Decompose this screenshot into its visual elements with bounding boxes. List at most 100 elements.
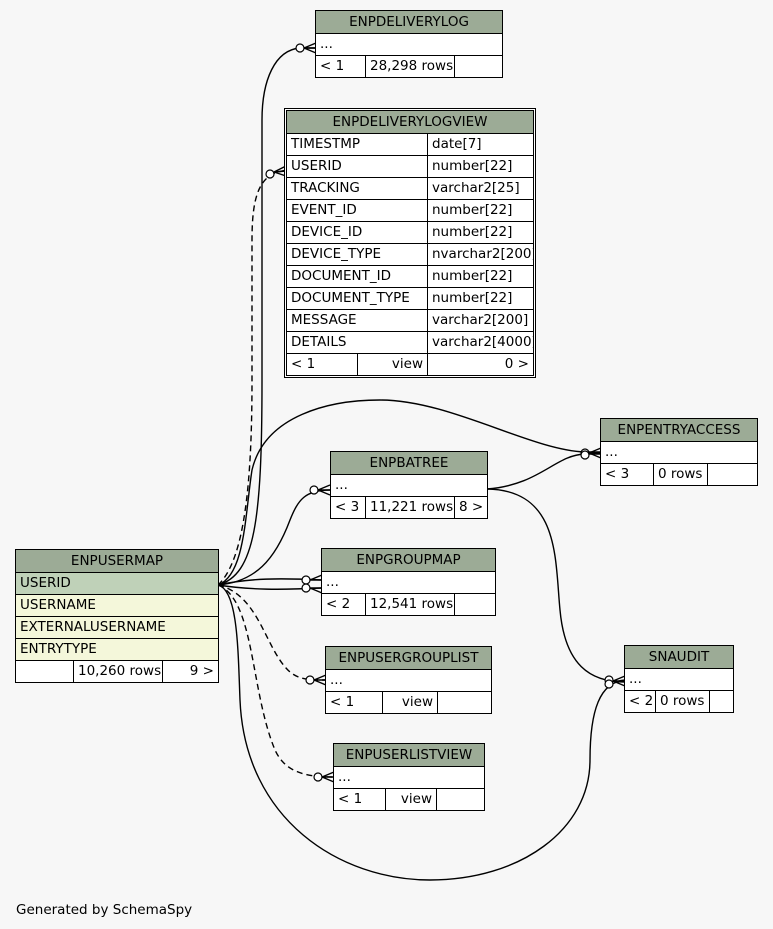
table-row: TRACKING varchar2[25] [287,177,533,199]
table-footer: < 2 12,541 rows [322,593,495,615]
column-type: nvarchar2[200] [427,244,533,265]
column-type: varchar2[25] [427,178,533,199]
children-count [707,464,757,485]
table-footer: < 1 view [326,691,491,713]
marker-snaudit [604,675,626,689]
row-count: 11,221 rows [365,497,454,518]
column-name: USERID [291,158,342,174]
primary-key-column: USERID [20,575,71,591]
children-count[interactable]: 8 > [454,497,487,518]
column-type: number[22] [427,200,533,221]
table-footer: < 3 11,221 rows 8 > [331,496,487,518]
row-count: view [382,692,437,713]
table-ellipsis: ... [629,671,642,687]
table-name: ENPGROUPMAP [356,552,461,568]
generated-by-footer: Generated by SchemaSpy [16,902,193,918]
parents-count[interactable]: < 3 [335,499,360,515]
table-row: USERNAME [16,594,218,616]
parents-count[interactable]: < 2 [629,693,654,709]
row-count: view [357,354,427,375]
column-name: EVENT_ID [291,202,357,218]
table-name: ENPUSERMAP [70,553,164,569]
row-count: 12,541 rows [365,594,454,615]
column-type: date[7] [427,134,533,155]
table-header[interactable]: ENPGROUPMAP [322,549,495,571]
table-footer: < 2 0 rows [625,690,733,712]
table-ellipsis: ... [326,574,339,590]
row-count: 0 rows [655,691,709,712]
table-footer: < 3 0 rows [601,463,757,485]
table-enpusergrouplist[interactable]: ENPUSERGROUPLIST ... < 1 view [325,646,492,714]
column-name: MESSAGE [291,312,357,328]
column-type: number[22] [427,156,533,177]
table-header[interactable]: ENPENTRYACCESS [601,419,757,441]
relation-usermap-userlistview [217,584,335,778]
row-count: view [385,789,436,810]
table-snaudit[interactable]: SNAUDIT ... < 2 0 rows [624,645,734,713]
column-type: number[22] [427,288,533,309]
table-header[interactable]: ENPBATREE [331,452,487,474]
table-enpusermap[interactable]: ENPUSERMAP USERID USERNAME EXTERNALUSERN… [15,549,219,683]
table-ellipsis: ... [330,672,343,688]
children-count [436,789,484,810]
column-name: EXTERNALUSERNAME [20,619,166,635]
parents-count[interactable]: < 2 [326,596,351,612]
row-count: 0 rows [653,464,707,485]
parents-count[interactable]: < 1 [338,791,363,807]
table-name: ENPDELIVERYLOGVIEW [332,114,488,130]
marker-deliverylogview [265,165,287,179]
table-enpdeliverylog[interactable]: ENPDELIVERYLOG ... < 1 28,298 rows [315,10,503,78]
parents-count[interactable]: < 3 [605,466,630,482]
relation-usermap-entryaccess [217,399,601,586]
children-count [454,56,502,77]
marker-usergrouplist [305,674,327,686]
table-enpbatree[interactable]: ENPBATREE ... < 3 11,221 rows 8 > [330,451,488,519]
table-enpentryaccess[interactable]: ENPENTRYACCESS ... < 3 0 rows [600,418,758,486]
row-count: 10,260 rows [73,661,162,682]
table-ellipsis: ... [320,36,333,52]
column-type: varchar2[4000] [427,332,533,353]
column-name: DOCUMENT_ID [291,268,391,284]
row-count: 28,298 rows [365,56,454,77]
children-count [454,594,495,615]
relation-usermap-batree [217,489,331,586]
marker-batree [309,484,331,496]
table-header[interactable]: ENPDELIVERYLOG [316,11,502,33]
table-row: EXTERNALUSERNAME [16,616,218,638]
table-header[interactable]: ENPUSERLISTVIEW [334,744,484,766]
column-name: TRACKING [291,180,360,196]
relation-usermap-snaudit [217,584,626,881]
table-header[interactable]: ENPDELIVERYLOGVIEW [287,111,533,133]
table-row: USERID [16,572,218,594]
marker-deliverylog [295,42,317,54]
children-count [709,691,733,712]
children-count[interactable]: 0 > [427,354,533,375]
table-ellipsis: ... [605,444,618,460]
column-name: USERNAME [20,597,96,613]
table-footer: < 1 view [334,788,484,810]
table-name: ENPDELIVERYLOG [349,14,469,30]
parents-count[interactable]: < 1 [291,356,316,372]
table-footer: < 1 28,298 rows [316,55,502,77]
table-name: ENPUSERLISTVIEW [345,747,473,763]
table-enpuserlistview[interactable]: ENPUSERLISTVIEW ... < 1 view [333,743,485,811]
table-header[interactable]: ENPUSERMAP [16,550,218,572]
parents-count[interactable]: < 1 [320,58,345,74]
table-name: ENPUSERGROUPLIST [338,650,479,666]
column-type: number[22] [427,222,533,243]
column-name: DETAILS [291,334,347,350]
table-enpgroupmap[interactable]: ENPGROUPMAP ... < 2 12,541 rows [321,548,496,616]
marker-userlistview [313,771,335,783]
table-name: ENPBATREE [369,455,449,471]
children-count[interactable]: 9 > [162,661,218,682]
parents-count[interactable]: < 1 [330,694,355,710]
table-header[interactable]: SNAUDIT [625,646,733,668]
table-header[interactable]: ENPUSERGROUPLIST [326,647,491,669]
